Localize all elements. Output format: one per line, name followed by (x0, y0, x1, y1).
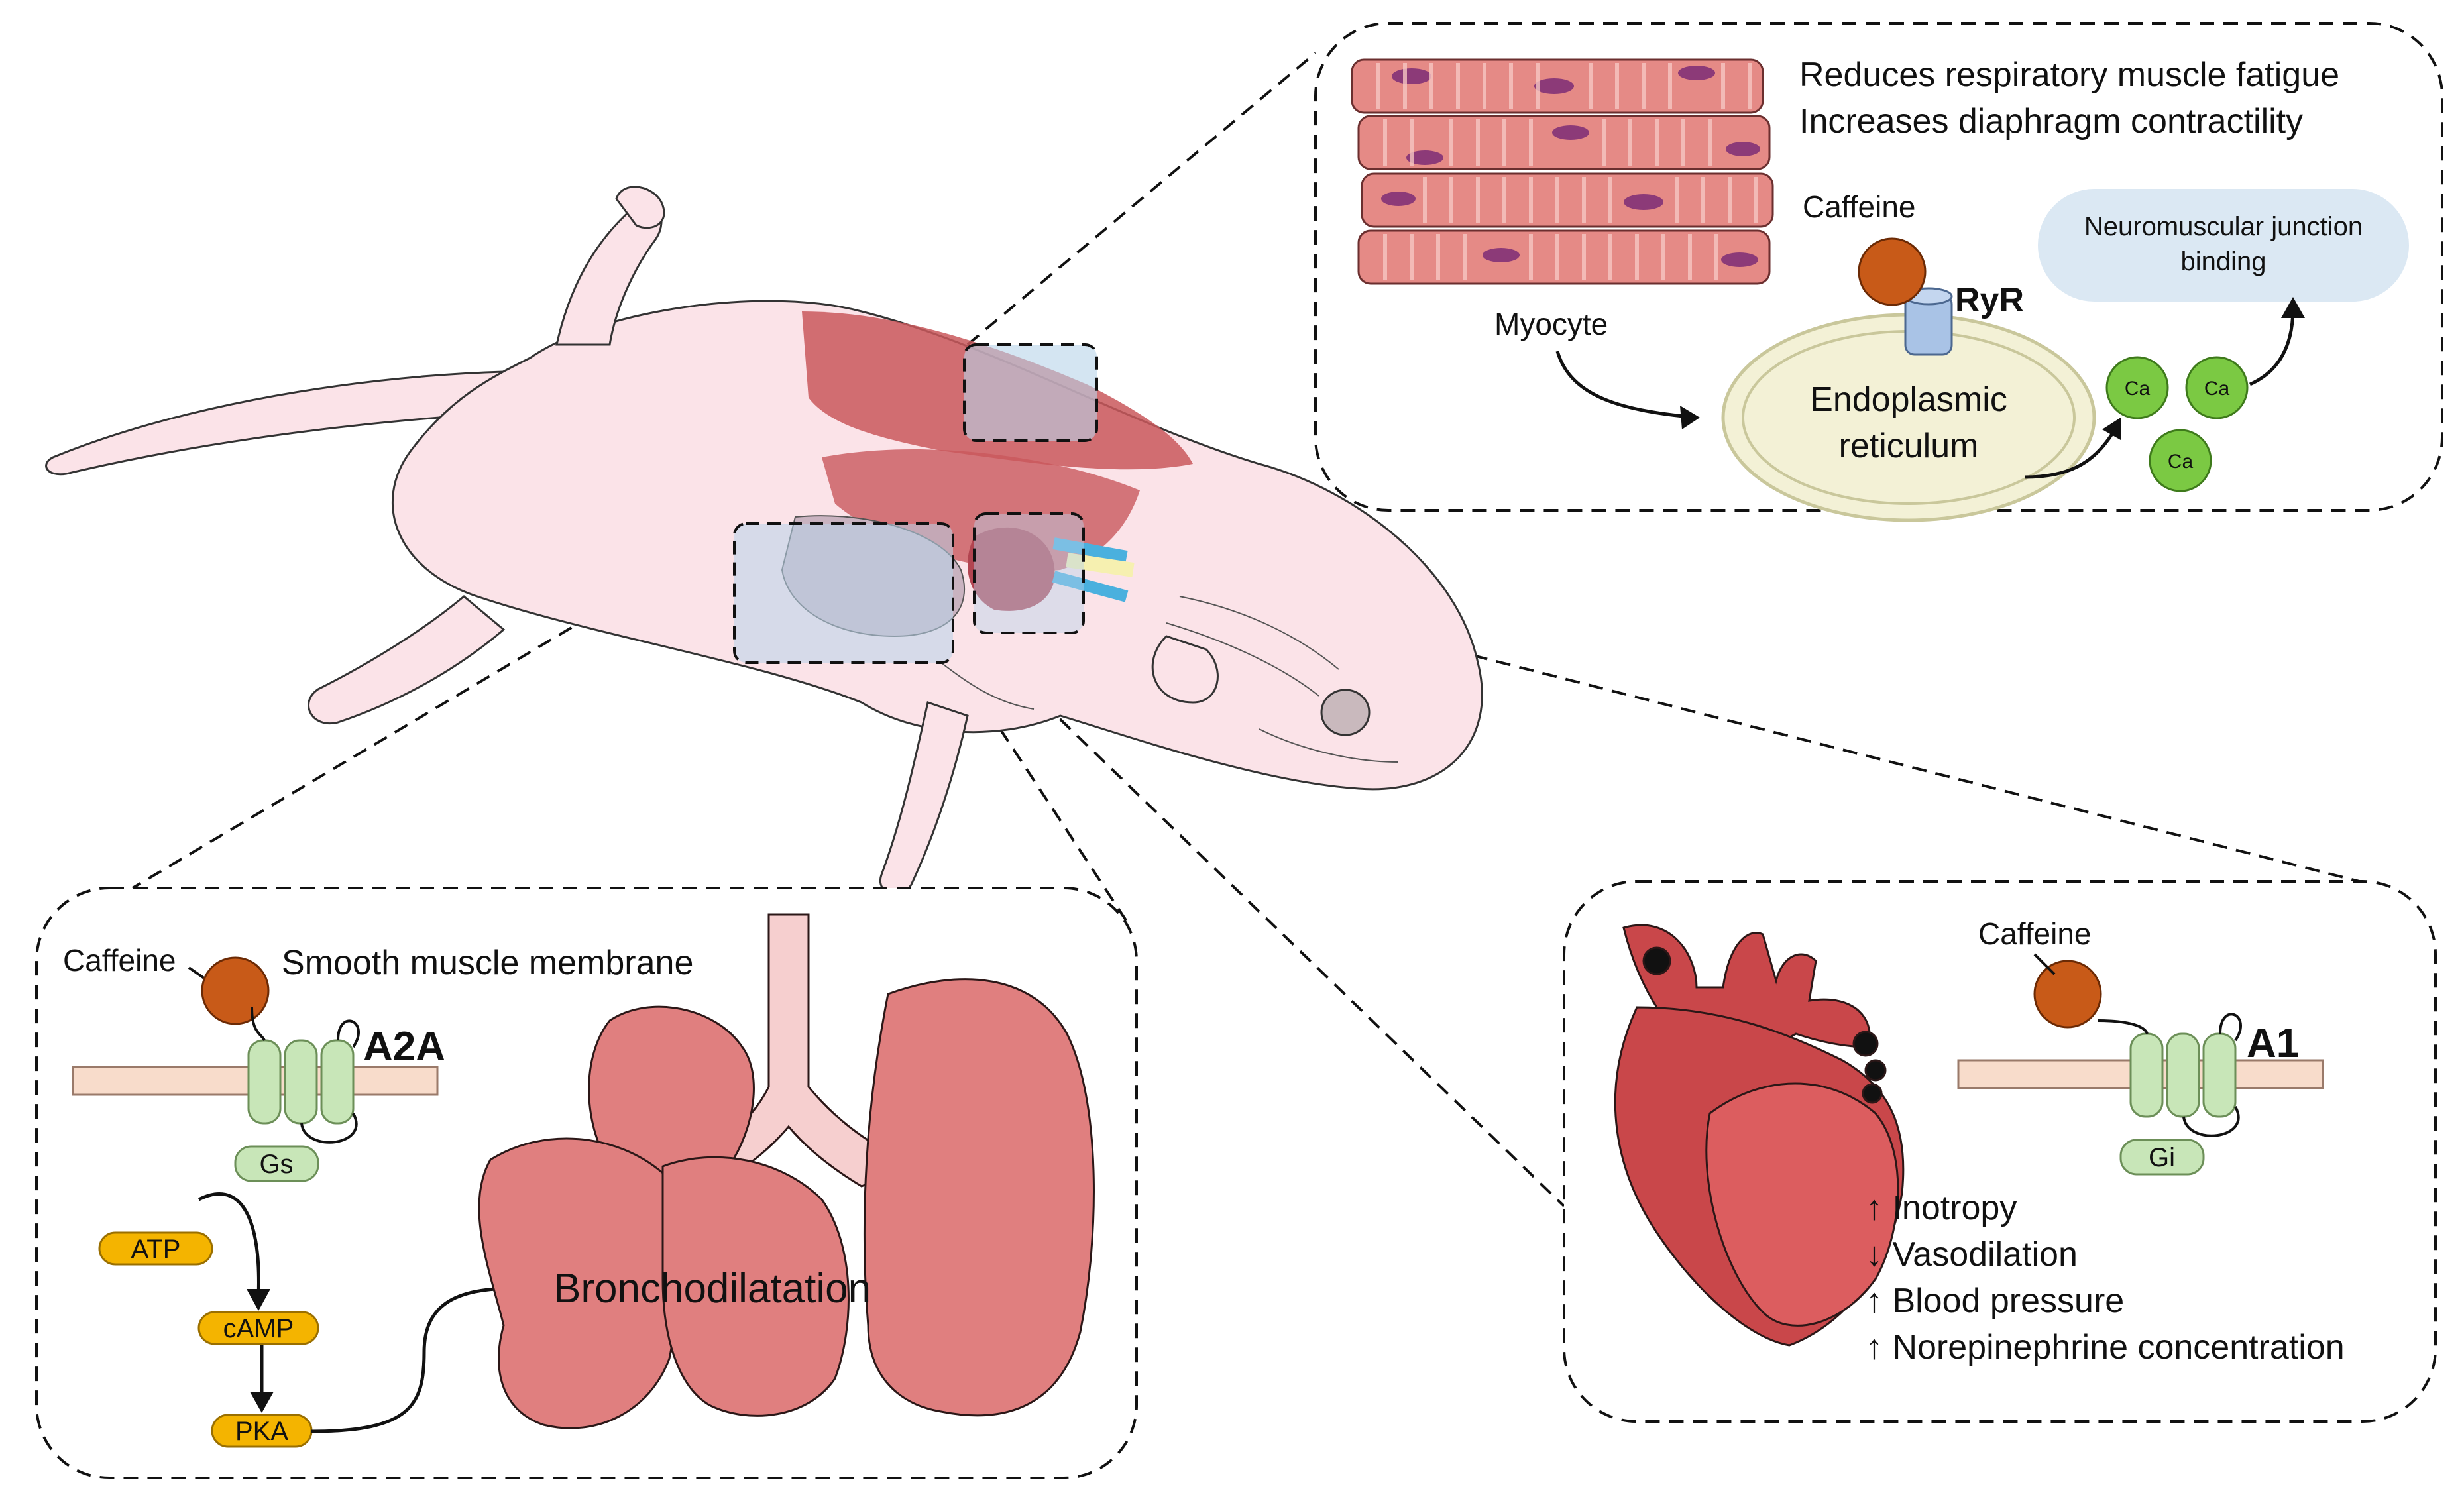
myocyte-label: Myocyte (1494, 307, 1608, 341)
er-to-calcium-arrow (2024, 429, 2116, 479)
muscle-striations (1376, 63, 1758, 280)
nmj-label-line2: binding (2180, 247, 2266, 276)
atp-label: ATP (131, 1235, 181, 1264)
heart-caffeine-label: Caffeine (1978, 917, 2092, 951)
calcium-to-nmj-arrow (2249, 307, 2295, 386)
er-label-line2: reticulum (1839, 427, 1979, 465)
heart-effect-2: ↓ Vasodilation (1866, 1235, 2078, 1274)
nmj-label-line1: Neuromuscular junction (2084, 212, 2363, 241)
heart-vessel-opening (1642, 946, 1671, 975)
heart-effect-4: ↑ Norepinephrine concentration (1866, 1328, 2345, 1366)
camp-label: cAMP (223, 1314, 294, 1343)
caffeine-molecule (1858, 237, 1927, 306)
muscle-effect-line1: Reduces respiratory muscle fatigue (1799, 56, 2339, 94)
camp-node (197, 1311, 319, 1345)
rat-skin-folds (940, 596, 1399, 763)
rat-back-foot-top (615, 186, 665, 229)
bronchodilatation-label: Bronchodilatation (553, 1266, 871, 1311)
er-to-calcium-arrowhead (2102, 418, 2121, 440)
heart-vessel-opening (1852, 1031, 1879, 1057)
rat-zoom-box-lung (733, 522, 954, 664)
muscle-effect-line2: Increases diaphragm contractility (1799, 102, 2303, 140)
camp-to-pka-arrowhead (250, 1392, 274, 1413)
er-label-line1: Endoplasmic (1810, 380, 2007, 419)
heart-panel: ↑ Inotropy ↓ Vasodilation ↑ Blood pressu… (1563, 880, 2437, 1423)
gs-label: Gs (259, 1150, 293, 1179)
lungs-illustration (478, 913, 1095, 1429)
muscle-fibers (1351, 58, 1774, 285)
heart-caffeine-molecule (2033, 960, 2102, 1029)
heart-vessel-opening (1862, 1083, 1883, 1104)
svg-text:Ca: Ca (2125, 378, 2151, 400)
svg-text:Ca: Ca (2168, 451, 2194, 473)
a2a-receptor (247, 1007, 360, 1144)
heart-ventricle (1705, 1082, 1899, 1327)
muscle-fiber (1361, 172, 1774, 228)
muscle-fiber (1357, 229, 1771, 285)
lung-caffeine-molecule (201, 956, 270, 1025)
rat-trachea (1066, 553, 1135, 577)
gs-protein (234, 1145, 319, 1182)
myocyte-arrow (1555, 351, 1697, 419)
gi-label: Gi (2149, 1143, 2175, 1172)
a1-receptor (2097, 1013, 2242, 1137)
heart-vessel-opening (1864, 1059, 1887, 1082)
pka-to-lung-arrow (311, 1286, 531, 1433)
rat-zoom-box-muscle (963, 343, 1098, 442)
atp-node (98, 1231, 213, 1266)
smooth-muscle-membrane-label: Smooth muscle membrane (282, 944, 693, 982)
heart-effect-3: ↑ Blood pressure (1866, 1282, 2124, 1320)
muscle-fiber (1357, 115, 1771, 170)
rat-vessel-2 (1052, 571, 1129, 602)
rat-front-leg (879, 701, 969, 895)
heart-effect-1: ↑ Inotropy (1866, 1189, 2017, 1227)
rat-back-leg-bottom (308, 595, 506, 724)
calcium-to-nmj-arrowhead (2281, 297, 2305, 318)
muscle-fiber (1351, 58, 1764, 114)
myocyte-arrowhead (1680, 406, 1700, 429)
calcium-ion: Ca (2105, 356, 2169, 419)
heart-illustration (1614, 924, 1905, 1347)
caffeine-label: Caffeine (1803, 190, 1916, 224)
a1-label: A1 (2247, 1021, 2299, 1066)
lung-panel: Caffeine Smooth muscle membrane A2A Gs A… (35, 887, 1138, 1479)
pka-label: PKA (235, 1417, 288, 1446)
rat-ear (1151, 635, 1219, 704)
lung-caffeine-label: Caffeine (63, 943, 176, 977)
gs-to-camp-arrowhead (247, 1289, 270, 1311)
rat-eye (1320, 689, 1371, 736)
gs-to-camp-arrow (197, 1192, 260, 1300)
lung-middle (661, 1156, 850, 1417)
svg-text:Ca: Ca (2204, 378, 2230, 400)
rat-zoom-box-heart (973, 512, 1085, 634)
ryr-label: RyR (1955, 281, 2024, 319)
rat-tail (45, 370, 545, 476)
rat-vessel-1 (1052, 537, 1128, 563)
rat-illustration (45, 186, 1483, 895)
nmj-box (2038, 189, 2409, 302)
gi-protein (2119, 1139, 2205, 1176)
muscle-panel: Reduces respiratory muscle fatigue Incre… (1314, 22, 2443, 522)
lung-left-lower (478, 1137, 682, 1429)
heart-caffeine-pointer (2033, 953, 2056, 975)
rat-heart (968, 527, 1055, 611)
lung-right (863, 978, 1095, 1417)
calcium-ion: Ca (2149, 429, 2212, 492)
calcium-ion: Ca (2185, 356, 2249, 419)
a2a-label: A2A (363, 1024, 445, 1070)
